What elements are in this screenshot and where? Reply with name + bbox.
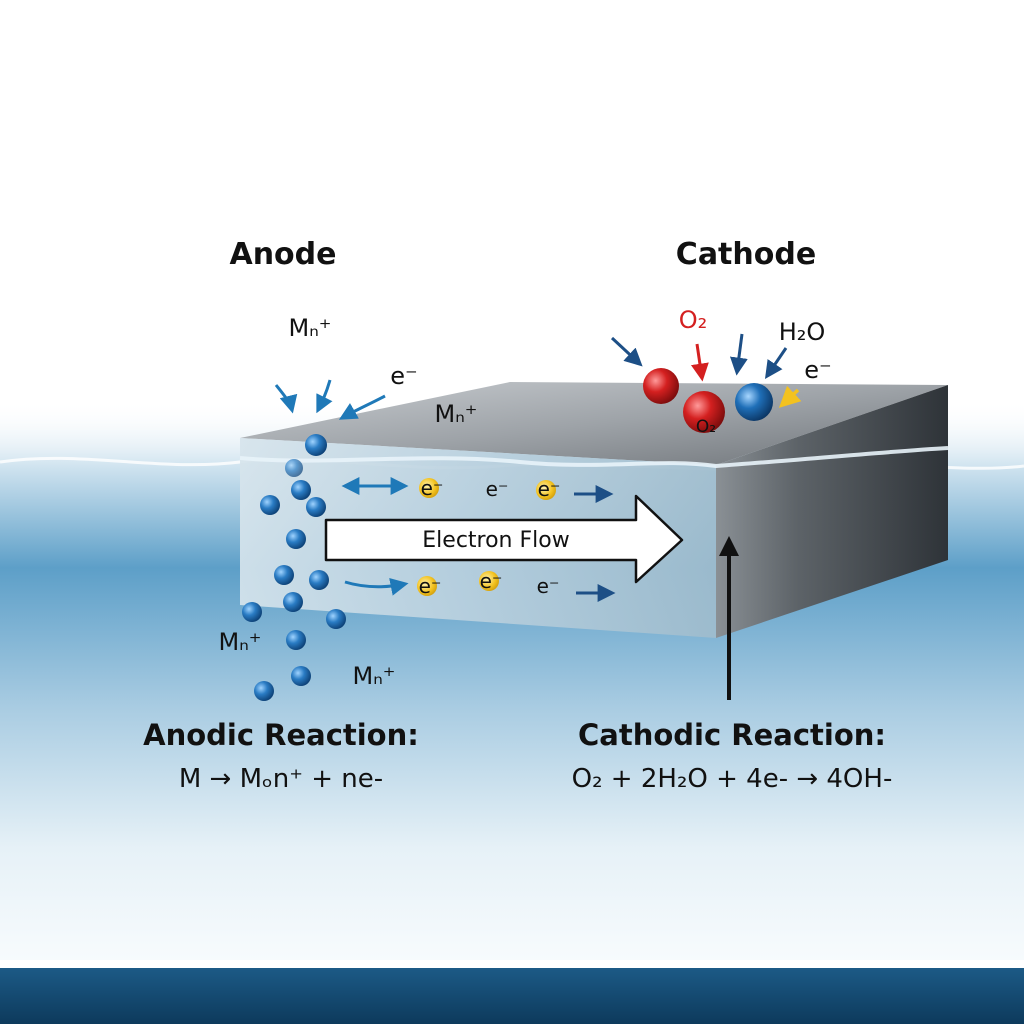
ion-label-lower-right: Mₙ⁺ <box>353 662 396 690</box>
inner-arrow-lower <box>344 577 409 596</box>
metal-ion <box>306 497 326 517</box>
cathode-water-label: H₂O <box>779 318 826 346</box>
electron <box>536 480 556 500</box>
cathode-arrow-electron <box>778 385 802 408</box>
metal-ion <box>242 602 262 622</box>
metal-ion <box>326 609 346 629</box>
metal-ion <box>283 592 303 612</box>
electron <box>417 576 437 596</box>
electron <box>479 571 499 591</box>
anodic-reaction-equation: M → Mₒn⁺ + ne- <box>179 764 383 794</box>
electron-flow-label: Electron Flow <box>422 528 569 553</box>
anode-arrow-1 <box>274 384 298 414</box>
oxygen-molecule <box>683 391 725 433</box>
electron <box>419 478 439 498</box>
anode-arrow-2 <box>316 379 333 414</box>
electron-label-6: e⁻ <box>537 574 560 598</box>
anode-arrow-3 <box>338 394 386 420</box>
metal-ion <box>305 434 327 456</box>
metal-ion <box>291 480 311 500</box>
ion-label-block: Mₙ⁺ <box>435 400 478 428</box>
anode-title: Anode <box>229 237 336 272</box>
anode-electron-label: e⁻ <box>390 362 417 390</box>
bottom-band <box>0 968 1024 1024</box>
electron-label-3: e⁻ <box>538 477 561 501</box>
metal-ions <box>242 434 346 701</box>
metal-ion <box>274 565 294 585</box>
electron-label-5: e⁻ <box>480 569 503 593</box>
ion-label-lower-left: Mₙ⁺ <box>219 628 262 656</box>
cathodic-reaction-title: Cathodic Reaction: <box>578 718 886 752</box>
electron-flow-arrow <box>324 494 684 584</box>
metal-ion <box>291 666 311 686</box>
cathode-title: Cathode <box>676 237 816 272</box>
cathode-arrow-3 <box>764 347 788 379</box>
block-waterline <box>239 446 949 469</box>
electron-label-1: e⁻ <box>421 476 444 500</box>
metal-ion <box>254 681 274 701</box>
cathode-electron-label: e⁻ <box>804 356 831 384</box>
cathode-arrow-o2 <box>691 343 709 382</box>
anodic-reaction-title: Anodic Reaction: <box>143 718 419 752</box>
electron-label-4: e⁻ <box>419 574 442 598</box>
cathode-arrow-1 <box>610 336 643 367</box>
metal-ion <box>260 495 280 515</box>
cathode-oxygen-label: O₂ <box>679 306 708 334</box>
metal-ion <box>285 459 303 477</box>
metal-block-side <box>716 385 948 638</box>
anode-ion-label: Mₙ⁺ <box>289 314 332 342</box>
electrons <box>417 478 556 596</box>
cathodic-reaction-equation: O₂ + 2H₂O + 4e- → 4OH- <box>572 764 893 794</box>
electron-label-2: e⁻ <box>486 477 509 501</box>
metal-ion <box>286 630 306 650</box>
oxygen-molecule-label: O₂ <box>696 417 716 437</box>
cathode-arrow-2 <box>729 333 748 376</box>
water-molecule <box>735 383 773 421</box>
metal-ion <box>309 570 329 590</box>
metal-ion <box>286 529 306 549</box>
oxygen-molecule <box>643 368 679 404</box>
